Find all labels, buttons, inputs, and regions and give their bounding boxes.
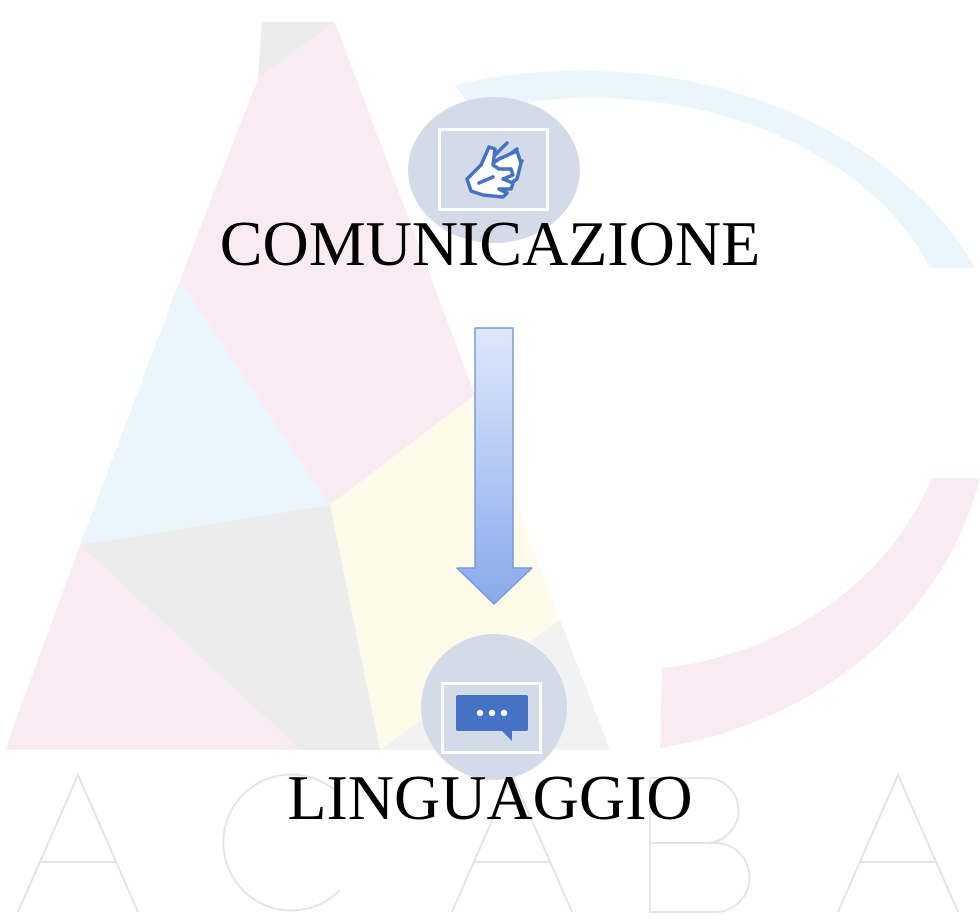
logo-letters [17, 772, 959, 913]
logo-facet-blue [80, 280, 330, 545]
logo-letter-b [649, 777, 751, 913]
diagram-node-comunicazione: COMUNICAZIONE [0, 0, 980, 290]
logo-facet-gray-bottom [80, 505, 380, 750]
logo-letter-a1 [17, 772, 139, 913]
node-label-linguaggio: LINGUAGGIO [287, 762, 693, 833]
sign-language-hands-icon [464, 140, 524, 199]
node-label-comunicazione: COMUNICAZIONE [219, 208, 761, 279]
logo-facet-pink [180, 22, 475, 505]
logo-letter-c [222, 773, 341, 912]
logo-facet-pink-bottom [5, 545, 300, 750]
diagram-node-linguaggio: LINGUAGGIO [0, 600, 980, 922]
arrow-down-connector [456, 327, 533, 605]
icon-frame [441, 682, 542, 754]
logo-letter-a3 [837, 772, 959, 913]
logo-arc-blue [455, 70, 975, 268]
icon-frame [438, 128, 549, 211]
chat-bubble-icon [455, 695, 528, 741]
logo-arc-pink [660, 478, 980, 748]
arrow-down-shape [456, 327, 533, 605]
